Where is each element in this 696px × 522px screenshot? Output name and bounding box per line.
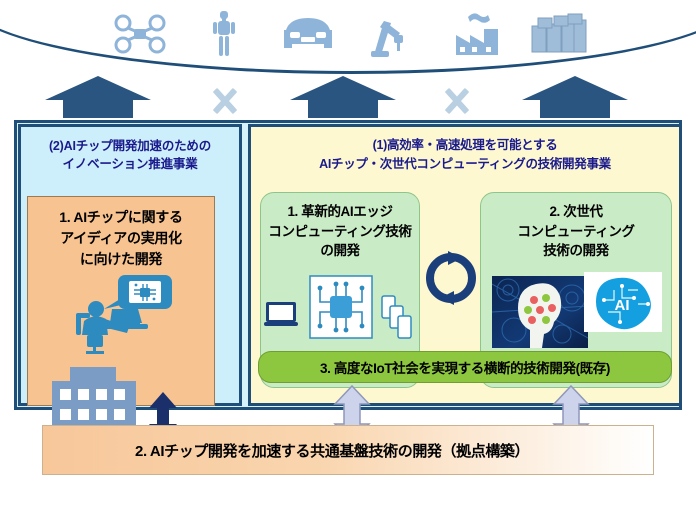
car-icon bbox=[278, 9, 338, 59]
multiply-icon-2 bbox=[442, 86, 472, 116]
cross-cutting-tech-bar[interactable]: 3. 高度なIoT社会を実現する横断的技術開発(既存) bbox=[258, 351, 672, 383]
multiply-icon-1 bbox=[210, 86, 240, 116]
application-domains-ellipse bbox=[0, 0, 696, 74]
up-arrow-group bbox=[45, 76, 628, 118]
application-icon-row bbox=[110, 8, 590, 60]
drone-icon bbox=[110, 9, 170, 59]
cross-cutting-tech-text: 3. 高度なIoT社会を実現する横断的技術開発(既存) bbox=[320, 361, 610, 376]
factory-icon bbox=[446, 9, 506, 59]
circular-arrows-icon bbox=[426, 251, 476, 305]
right-box-2-text: 2. 次世代 コンピューティング 技術の開発 bbox=[517, 204, 635, 259]
person-at-laptop-icon bbox=[76, 275, 172, 354]
neural-brain-image: AI bbox=[492, 272, 662, 348]
server-icon bbox=[530, 9, 590, 59]
left-item-text: 1. AIチップに関する アイディアの実用化 に向けた開発 bbox=[59, 209, 183, 267]
robot-icon bbox=[194, 9, 254, 59]
common-platform-text: 2. AIチップ開発を加速する共通基盤技術の開発（拠点構築） bbox=[135, 442, 530, 460]
robot-arm-icon bbox=[362, 9, 422, 59]
common-platform-bar[interactable]: 2. AIチップ開発を加速する共通基盤技術の開発（拠点構築） bbox=[42, 425, 654, 475]
left-item-box[interactable]: 1. AIチップに関する アイディアの実用化 に向けた開発 bbox=[27, 196, 215, 406]
right-box-1-text: 1. 革新的AIエッジ コンピューティング技術 の開発 bbox=[268, 204, 412, 259]
ai-chip-icon bbox=[264, 275, 412, 339]
panel-left-title: (2)AIチップ開発加速のための イノベーション推進事業 bbox=[48, 139, 212, 172]
svg-text:AI: AI bbox=[615, 297, 630, 314]
panel-right-title: (1)高効率・高速処理を可能とする AIチップ・次世代コンピューティングの技術開… bbox=[319, 138, 611, 171]
